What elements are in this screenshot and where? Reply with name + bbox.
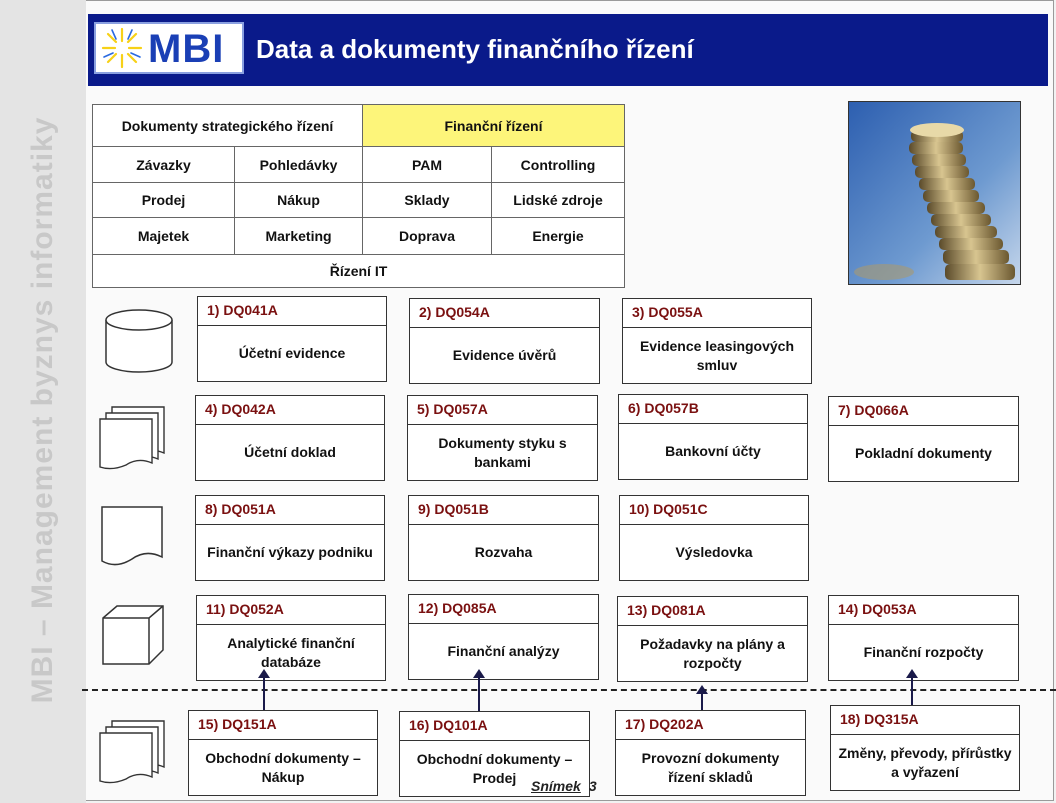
category-marketing: Marketing — [234, 217, 363, 255]
card-title: Evidence úvěrů — [452, 347, 557, 363]
divider-line — [82, 689, 1056, 691]
card-title: Účetní evidence — [238, 345, 346, 361]
coins-photo — [848, 101, 1021, 285]
category-prodej: Prodej — [92, 182, 235, 218]
arrow-up-icon — [473, 669, 485, 712]
card-title: Provozní dokumenty řízení skladů — [641, 749, 780, 785]
document-icon — [101, 506, 163, 566]
category-majetek: Majetek — [92, 217, 235, 255]
card-title: Obchodní dokumenty – Prodej — [416, 750, 573, 786]
category-controlling: Controlling — [491, 146, 625, 183]
card-title: Změny, převody, přírůstky a vyřazení — [838, 744, 1012, 780]
card-title: Finanční výkazy podniku — [207, 544, 373, 560]
category-energie: Energie — [491, 217, 625, 255]
category-pam: PAM — [362, 146, 492, 183]
card-code: 10) DQ051C — [620, 496, 808, 525]
card-title: Finanční analýzy — [447, 643, 560, 659]
category-sklady: Sklady — [362, 182, 492, 218]
arrow-up-icon — [696, 685, 708, 712]
card-title: Analytické finanční databáze — [227, 634, 355, 670]
category-rizeni-it: Řízení IT — [92, 254, 625, 288]
card-code: 18) DQ315A — [831, 706, 1019, 735]
document-card: 18) DQ315A Změny, převody, přírůstky a v… — [830, 705, 1020, 791]
card-title: Výsledovka — [675, 544, 753, 560]
category-doprava: Doprava — [362, 217, 492, 255]
multiple-documents-icon — [99, 720, 165, 784]
sun-icon — [101, 27, 143, 69]
category-financial: Finanční řízení — [362, 104, 625, 147]
card-code: 1) DQ041A — [198, 297, 386, 326]
card-code: 7) DQ066A — [829, 397, 1018, 426]
card-title: Finanční rozpočty — [863, 644, 984, 660]
page-title: Data a dokumenty finančního řízení — [256, 34, 694, 64]
document-card: 10) DQ051C Výsledovka — [619, 495, 809, 581]
sidebar-vertical-text: MBI – Management byznys informatiky — [26, 116, 59, 704]
document-card: 12) DQ085A Finanční analýzy — [408, 594, 599, 680]
document-card: 16) DQ101A Obchodní dokumenty – Prodej — [399, 711, 590, 797]
logo-text: MBI — [148, 27, 225, 71]
card-code: 13) DQ081A — [618, 597, 807, 626]
document-card: 4) DQ042A Účetní doklad — [195, 395, 385, 481]
slide-header: MBI Data a dokumenty finančního řízení — [88, 14, 1048, 86]
document-card: 11) DQ052A Analytické finanční databáze — [196, 595, 386, 681]
category-lidske-zdroje: Lidské zdroje — [491, 182, 625, 218]
card-title: Evidence leasingových smluv — [639, 337, 795, 373]
document-card: 13) DQ081A Požadavky na plány a rozpočty — [617, 596, 808, 682]
document-card: 7) DQ066A Pokladní dokumenty — [828, 396, 1019, 482]
document-card: 2) DQ054A Evidence úvěrů — [409, 298, 600, 384]
card-code: 6) DQ057B — [619, 395, 807, 424]
mbi-logo: MBI — [94, 22, 244, 74]
arrow-up-icon — [906, 669, 918, 706]
card-code: 9) DQ051B — [409, 496, 598, 525]
category-zavazky: Závazky — [92, 146, 235, 183]
card-code: 12) DQ085A — [409, 595, 598, 624]
card-title: Účetní doklad — [244, 444, 336, 460]
card-code: 15) DQ151A — [189, 711, 377, 740]
document-card: 9) DQ051B Rozvaha — [408, 495, 599, 581]
card-code: 3) DQ055A — [623, 299, 811, 328]
category-strategic: Dokumenty strategického řízení — [92, 104, 363, 147]
database-icon — [105, 309, 173, 373]
card-code: 5) DQ057A — [408, 396, 597, 425]
document-card: 3) DQ055A Evidence leasingových smluv — [622, 298, 812, 384]
document-card: 15) DQ151A Obchodní dokumenty – Nákup — [188, 710, 378, 796]
document-card: 6) DQ057B Bankovní účty — [618, 394, 808, 480]
card-title: Obchodní dokumenty – Nákup — [205, 749, 361, 785]
card-code: 14) DQ053A — [829, 596, 1018, 625]
card-code: 2) DQ054A — [410, 299, 599, 328]
card-code: 11) DQ052A — [197, 596, 385, 625]
card-code: 17) DQ202A — [616, 711, 805, 740]
card-code: 16) DQ101A — [400, 712, 589, 741]
arrow-up-icon — [258, 669, 270, 712]
card-code: 8) DQ051A — [196, 496, 384, 525]
category-pohledavky: Pohledávky — [234, 146, 363, 183]
slide-number-value: 3 — [588, 778, 597, 794]
document-card: 1) DQ041A Účetní evidence — [197, 296, 387, 382]
card-title: Dokumenty styku s bankami — [438, 434, 567, 470]
multiple-documents-icon — [99, 406, 165, 470]
category-nakup: Nákup — [234, 182, 363, 218]
card-title: Rozvaha — [474, 544, 533, 560]
card-title: Požadavky na plány a rozpočty — [640, 635, 785, 671]
document-card: 5) DQ057A Dokumenty styku s bankami — [407, 395, 598, 481]
document-card: 17) DQ202A Provozní dokumenty řízení skl… — [615, 710, 806, 796]
card-title: Bankovní účty — [665, 443, 761, 459]
cube-icon — [102, 605, 164, 665]
slide-number: Snímek 3 — [531, 778, 597, 794]
card-title: Pokladní dokumenty — [855, 445, 992, 461]
slide-label: Snímek — [531, 778, 581, 794]
document-card: 14) DQ053A Finanční rozpočty — [828, 595, 1019, 681]
side-band: MBI – Management byznys informatiky — [0, 0, 86, 803]
document-card: 8) DQ051A Finanční výkazy podniku — [195, 495, 385, 581]
card-code: 4) DQ042A — [196, 396, 384, 425]
